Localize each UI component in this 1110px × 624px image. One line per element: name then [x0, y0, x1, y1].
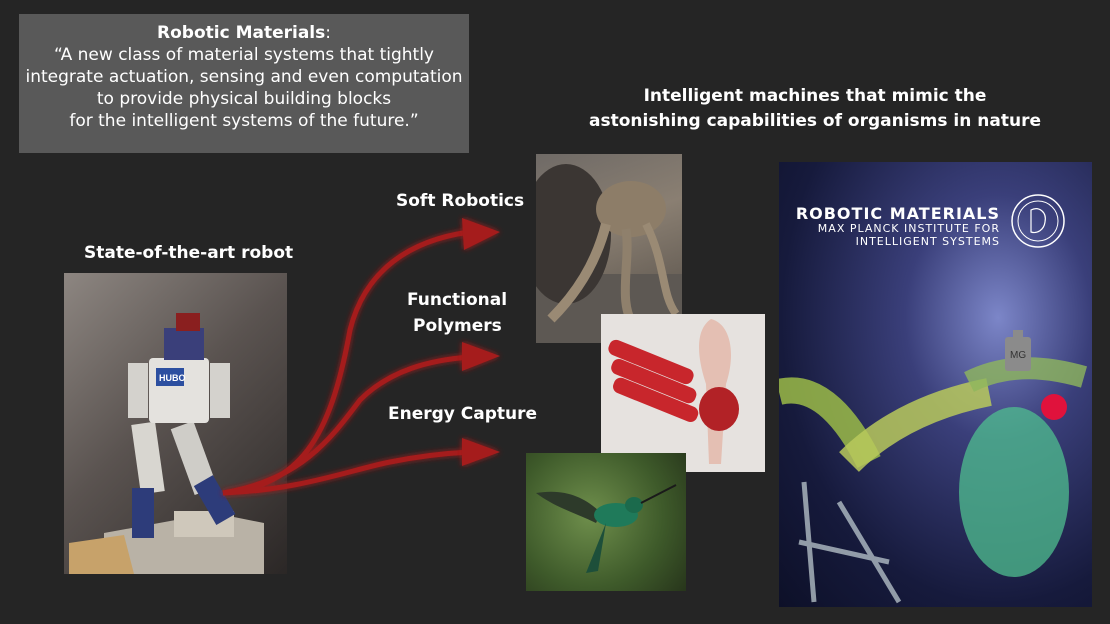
quote-line-3: to provide physical building blocks: [96, 89, 392, 109]
poster-subtitle-1: MAX PLANCK INSTITUTE FOR: [817, 222, 1000, 235]
label-polymers: Polymers: [413, 316, 502, 336]
poster-subtitle-2: INTELLIGENT SYSTEMS: [855, 235, 1000, 248]
weight-text: MG: [1010, 350, 1026, 361]
quote-title: Robotic Materials: [157, 23, 326, 43]
arrowhead-energy-capture: [462, 438, 500, 466]
hummingbird-photo: [526, 453, 686, 591]
quote-title-suffix: :: [325, 23, 331, 43]
arrow-energy-capture: [222, 449, 471, 496]
robot-chest-text: HUBO: [159, 373, 186, 383]
soft-robot-illustration: MG: [779, 330, 1088, 604]
max-planck-logo: [1011, 194, 1065, 248]
quote-line-4: for the intelligent systems of the futur…: [69, 111, 419, 131]
poster-title: ROBOTIC MATERIALS: [795, 204, 1000, 223]
arrowhead-functional-polymers: [462, 342, 500, 371]
robot-photo: HUBO: [64, 273, 287, 574]
label-energy-capture: Energy Capture: [388, 404, 538, 424]
robot-illustration: HUBO: [69, 313, 264, 574]
arrow-functional-polymers: [222, 354, 471, 496]
quote-line-2: integrate actuation, sensing and even co…: [25, 67, 463, 87]
muscle-photo: [601, 314, 765, 472]
arrowhead-soft-robotics: [462, 218, 500, 250]
quote-box: Robotic Materials: “A new class of mater…: [19, 14, 469, 153]
poster: ROBOTIC MATERIALS MAX PLANCK INSTITUTE F…: [779, 162, 1092, 607]
label-functional: Functional: [407, 290, 508, 310]
muscle-illustration: [608, 319, 739, 464]
headline: Intelligent machines that mimic the asto…: [576, 84, 1054, 134]
quote-line-1: “A new class of material systems that ti…: [54, 45, 434, 65]
headline-line-2: astonishing capabilities of organisms in…: [589, 111, 1041, 131]
label-soft-robotics: Soft Robotics: [396, 191, 525, 211]
hummingbird-illustration: [536, 484, 677, 573]
robot-label: State-of-the-art robot: [84, 243, 294, 263]
headline-line-1: Intelligent machines that mimic the: [643, 86, 987, 106]
